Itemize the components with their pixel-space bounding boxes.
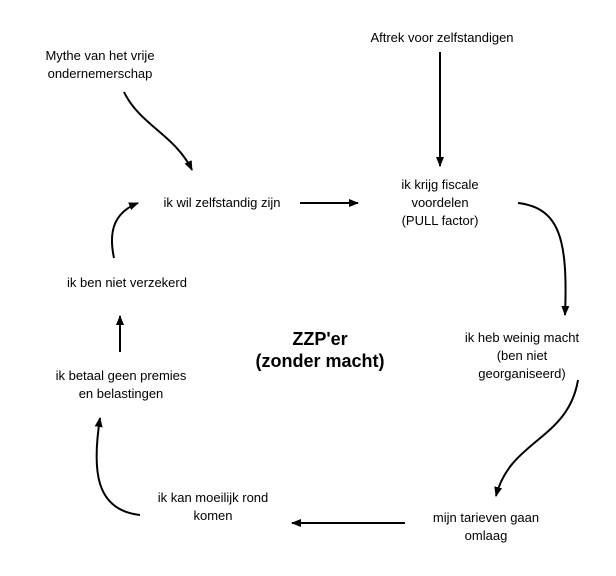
node-fiscal-benefits-line-1: ik krijg fiscale <box>401 177 479 192</box>
node-no-premiums-line-2: en belastingen <box>78 386 164 401</box>
node-not-insured: ik ben niet verzekerd <box>67 274 187 292</box>
node-rates-down: mijn tarieven gaan omlaag <box>433 509 539 545</box>
node-little-power-line-1: ik heb weinig macht <box>464 330 580 345</box>
center-title-line-2: (zonder macht) <box>255 351 385 371</box>
node-rates-down-line-1: mijn tarieven gaan <box>432 510 540 525</box>
node-hard-to-get-by-line-2: komen <box>193 508 233 523</box>
node-no-premiums-line-1: ik betaal geen premies <box>55 368 187 383</box>
node-myth-line-2: ondernemerschap <box>47 66 153 81</box>
node-little-power: ik heb weinig macht (ben niet georganise… <box>465 329 579 383</box>
node-hard-to-get-by: ik kan moeilijk rond komen <box>158 489 269 525</box>
node-little-power-line-3: georganiseerd) <box>478 366 566 381</box>
arrow-fiscal-to-power <box>517 202 570 316</box>
arrow-insured-to-want <box>110 202 139 259</box>
node-fiscal-benefits-line-3: (PULL factor) <box>401 213 479 228</box>
node-fiscal-benefits: ik krijg fiscale voordelen (PULL factor) <box>401 176 478 230</box>
node-want-independent: ik wil zelfstandig zijn <box>163 194 280 212</box>
node-hard-to-get-by-line-1: ik kan moeilijk rond <box>157 490 269 505</box>
node-myth: Mythe van het vrije ondernemerschap <box>45 47 154 83</box>
node-want-independent-line-1: ik wil zelfstandig zijn <box>163 195 281 210</box>
node-rates-down-line-2: omlaag <box>464 528 508 543</box>
node-little-power-line-2: (ben niet <box>496 348 548 363</box>
node-fiscal-benefits-line-2: voordelen <box>411 195 469 210</box>
node-deduction: Aftrek voor zelfstandigen <box>370 29 513 47</box>
node-not-insured-line-1: ik ben niet verzekerd <box>67 275 187 290</box>
node-myth-line-1: Mythe van het vrije <box>45 48 155 63</box>
node-no-premiums: ik betaal geen premies en belastingen <box>56 367 187 403</box>
arrow-power-to-rates <box>494 379 579 497</box>
node-deduction-line-1: Aftrek voor zelfstandigen <box>370 30 514 45</box>
center-title-line-1: ZZP'er <box>292 329 348 349</box>
center-title: ZZP'er (zonder macht) <box>255 328 384 372</box>
arrow-hard-to-premiums <box>94 417 141 516</box>
arrow-myth-to-want <box>123 91 193 171</box>
